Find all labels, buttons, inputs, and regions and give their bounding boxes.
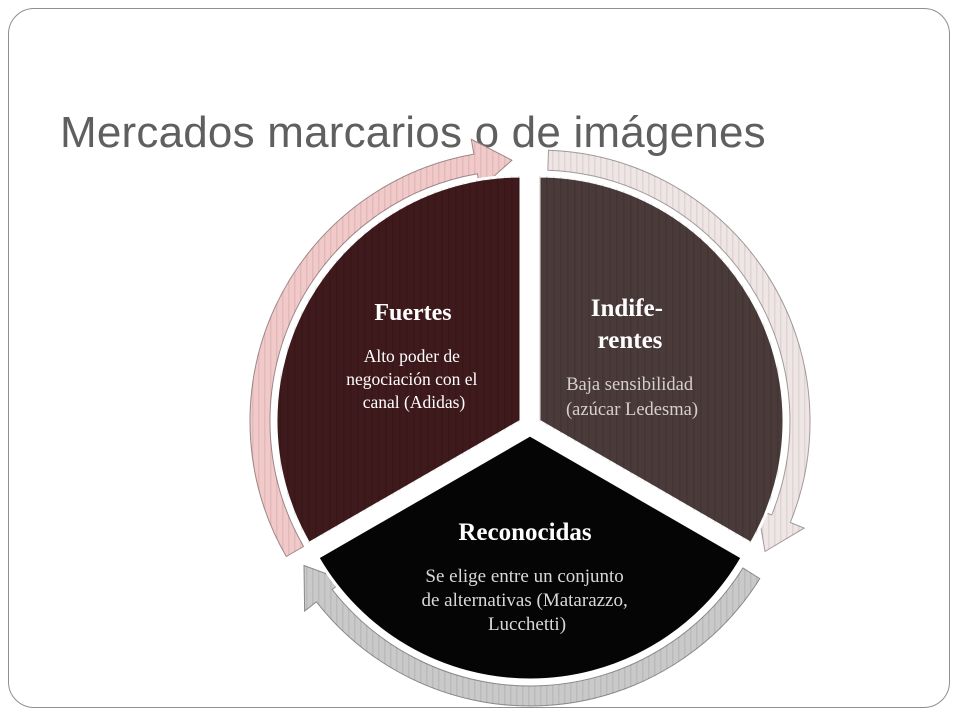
svg-text:Reconocidas: Reconocidas: [458, 519, 592, 546]
svg-text:Alto poder de negociació: Alto poder de negociación con el canal (…: [346, 346, 482, 412]
segment-body-line: (azúcar Ledesma): [566, 400, 698, 420]
segment-body-line: negociación con el: [346, 369, 477, 389]
svg-text:Baja sensibilidad (azúca: Baja sensibilidad (azúcar Ledesma): [566, 375, 698, 420]
segment-body-line: de alternativas (Matarazzo,: [422, 590, 628, 611]
segment-indiferentes: Indife- rentes Baja sensibilidad (azúcar…: [537, 149, 811, 553]
segment-body-line: canal (Adidas): [363, 392, 466, 412]
segment-body-line: Se elige entre un conjunto: [425, 566, 623, 587]
pie-segment-reconocidas: [315, 433, 745, 682]
segment-body-line: Lucchetti): [488, 614, 566, 635]
segment-fuertes: Fuertes Alto poder de negociación con el…: [249, 138, 523, 558]
segment-body-line: Alto poder de: [364, 346, 460, 366]
segment-title-line: rentes: [598, 327, 663, 354]
segment-reconocidas: Reconocidas Se elige entre un conjunto d…: [303, 433, 761, 707]
svg-text:Se elige entre un conjunto: Se elige entre un conjunto de alternativ…: [422, 566, 633, 635]
segment-title: Reconocidas: [458, 519, 592, 546]
svg-text:Indife- rentes: Indife- rentes: [591, 295, 669, 354]
svg-text:Fuertes: Fuertes: [374, 300, 451, 326]
slide-title: Mercados marcarios o de imágenes: [60, 108, 766, 157]
segment-title-line: Indife-: [591, 295, 663, 322]
segment-title: Fuertes: [374, 300, 451, 326]
segment-body-line: Baja sensibilidad: [566, 375, 694, 395]
